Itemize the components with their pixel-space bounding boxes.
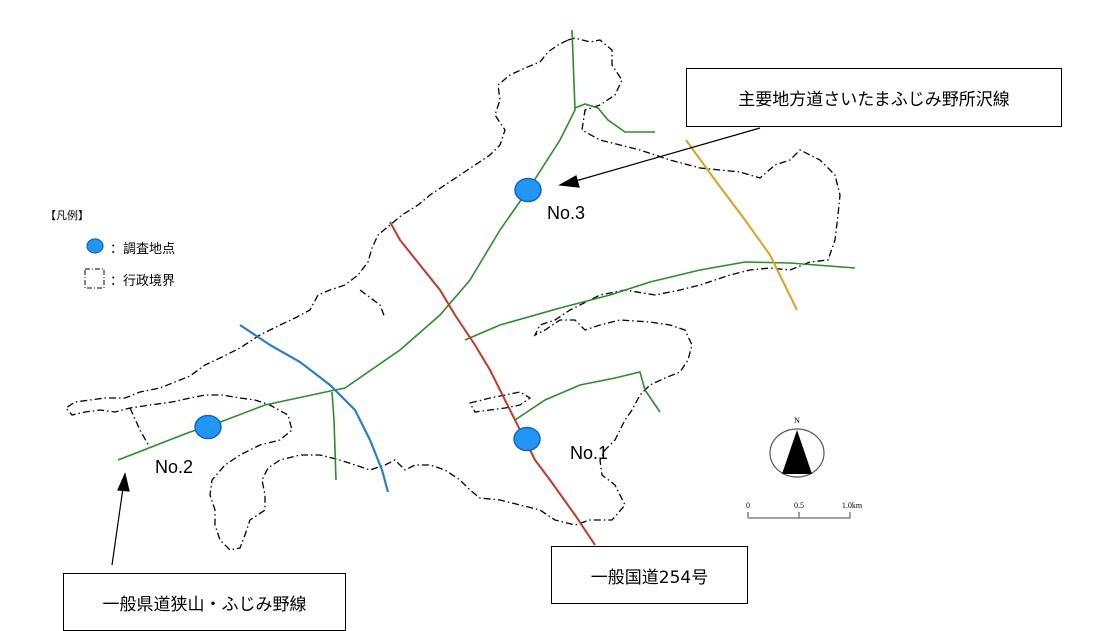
legend-boundary-label: ：行政境界 [110, 274, 176, 289]
scale-label-1km: 1.0km [842, 501, 863, 510]
survey-point-no2[interactable] [194, 414, 222, 440]
legend-title: 【凡例】 [45, 209, 89, 222]
arrowhead-no2 [117, 472, 130, 492]
road-southeast [514, 371, 661, 421]
road-east [464, 261, 856, 341]
north-label: N [794, 416, 800, 425]
road-label-prefectural: 主要地方道さいたまふじみ野所沢線 [686, 68, 1062, 127]
callout-arrows [111, 127, 761, 566]
administrative-boundary [65, 37, 841, 551]
survey-point-label-no1: No.1 [570, 443, 609, 463]
north-arrow: N [769, 416, 825, 478]
arrowhead-no3 [558, 175, 580, 188]
road-label-national: 一般国道254号 [551, 546, 748, 604]
legend-boundary-symbol [84, 268, 105, 289]
boundary-enclave [469, 391, 532, 413]
survey-point-no1[interactable] [513, 426, 541, 452]
survey-point-no3[interactable] [514, 177, 542, 203]
prefectural-route-saitama-fujimino-tokorozawa [685, 139, 798, 311]
road-northeast-spur [574, 103, 655, 133]
north-arrow-pointer [782, 430, 812, 474]
scale-label-05: 0.5 [794, 501, 804, 510]
legend-survey-point-symbol [86, 238, 104, 254]
survey-points [194, 177, 542, 452]
county-route-sayama-fujimino [239, 324, 390, 493]
scale-bar: 0 0.5 1.0km [746, 501, 863, 519]
road-label-county: 一般県道狭山・ふじみ野線 [63, 573, 346, 631]
scale-label-0: 0 [746, 501, 750, 510]
national-route-254 [389, 221, 596, 546]
north-arrow-circle [769, 428, 825, 478]
survey-point-label-no3: No.3 [547, 203, 586, 223]
arrow-to-no3 [571, 127, 761, 183]
boundary-spur [129, 289, 386, 449]
arrow-to-no2 [111, 487, 124, 566]
legend-survey-point-label: ：調査地点 [110, 242, 176, 257]
road-south-center [331, 391, 337, 481]
survey-point-label-no2: No.2 [155, 457, 194, 477]
